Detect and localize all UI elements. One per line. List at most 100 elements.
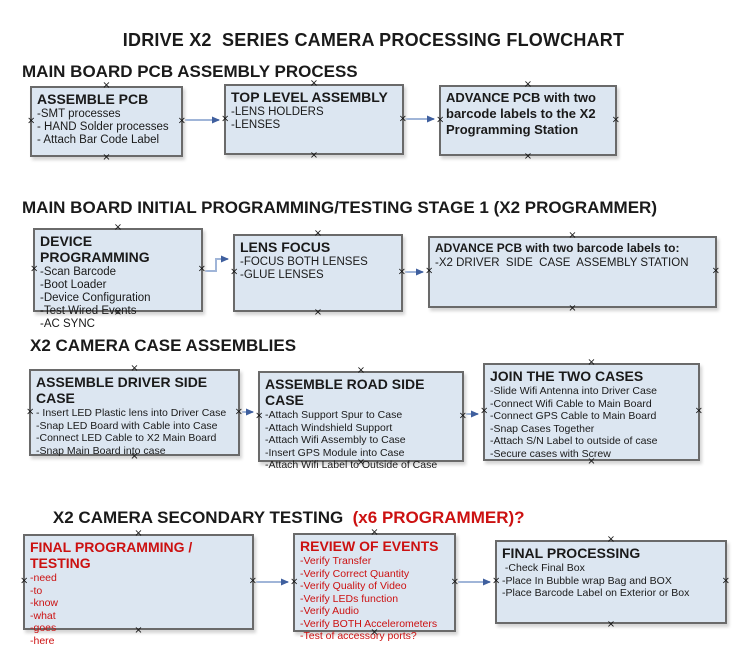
flow-node-device-programming: DEVICE PROGRAMMING -Scan Barcode-Boot Lo… <box>30 223 206 331</box>
connection-anchor-icon: × <box>450 576 459 587</box>
flow-node-final-processing: FINAL PROCESSING -Check Final Box-Place … <box>492 535 730 630</box>
flow-node-lines: - Insert LED Plastic lens into Driver Ca… <box>36 407 233 457</box>
flow-node-lines: -Verify Transfer-Verify Correct Quantity… <box>300 555 449 643</box>
flow-step-line: -Scan Barcode <box>40 266 117 278</box>
connection-anchor-icon: × <box>113 222 123 233</box>
connection-anchor-icon: × <box>290 576 299 587</box>
flow-step-line: -Snap LED Board with Cable into Case <box>36 419 218 432</box>
connection-anchor-icon: × <box>711 265 720 277</box>
flow-node-lines: -need-to-know-what-goes-here <box>30 572 247 647</box>
flow-step-line: -Attach Wifi Label to Outside of Case <box>265 459 438 471</box>
flow-step-line: -Attach Support Spur to Case <box>265 409 403 421</box>
section-heading-camera-case-assemblies: X2 CAMERA CASE ASSEMBLIES <box>30 336 297 355</box>
connection-anchor-icon: × <box>255 410 264 421</box>
flow-step-line: -Secure cases with Screw <box>490 447 611 460</box>
connector-arrow <box>205 255 229 272</box>
flow-step-line: -X2 DRIVER SIDE CASE ASSEMBLY STATION <box>435 257 689 269</box>
flow-node-advance-pcb-driver-side: ADVANCE PCB with two barcode labels to: … <box>425 231 720 314</box>
connection-anchor-icon: × <box>313 228 323 239</box>
connection-anchor-icon: × <box>20 575 29 587</box>
connection-anchor-icon: × <box>197 263 206 275</box>
connection-anchor-icon: × <box>587 357 596 368</box>
flow-node-lens-focus: LENS FOCUS -FOCUS BOTH LENSES-GLUE LENSE… <box>230 229 406 318</box>
flow-node-title: ASSEMBLE DRIVER SIDE CASE <box>36 374 208 406</box>
flow-node-lines: -FOCUS BOTH LENSES-GLUE LENSES <box>240 256 396 282</box>
section-heading-secondary-testing: X2 CAMERA SECONDARY TESTING (x6 PROGRAMM… <box>34 488 525 548</box>
flow-step-line: -know <box>30 597 59 609</box>
flow-node-title: DEVICE PROGRAMMING <box>40 233 150 265</box>
connection-anchor-icon: × <box>234 406 243 417</box>
flow-node-title: ADVANCE PCB with two barcode labels to: <box>435 241 680 255</box>
flow-step-line: -SMT processes <box>37 108 121 120</box>
flow-step-line: -Slide Wifi Antenna into Driver Case <box>490 385 657 397</box>
connection-anchor-icon: × <box>30 263 39 275</box>
flow-node-title: REVIEW OF EVENTS <box>300 538 439 554</box>
flow-step-line: -Connect LED Cable to X2 Main Board <box>36 432 217 444</box>
connection-anchor-icon: × <box>230 266 239 278</box>
flow-node-lines: -Check Final Box-Place In Bubble wrap Ba… <box>502 562 720 600</box>
flow-node-title: ASSEMBLE ROAD SIDE CASE <box>265 376 425 408</box>
connection-anchor-icon: × <box>177 115 186 126</box>
flow-step-line: -goes <box>30 622 57 634</box>
connection-anchor-icon: × <box>130 363 139 374</box>
flow-step-line: -Connect GPS Cable to Main Board <box>490 410 657 422</box>
connection-anchor-icon: × <box>694 405 703 417</box>
connection-anchor-icon: × <box>102 80 111 91</box>
section-heading-text: X2 CAMERA SECONDARY TESTING <box>52 508 344 527</box>
flow-node-lines: -Slide Wifi Antenna into Driver Case -Con… <box>490 385 693 460</box>
connection-anchor-icon: × <box>356 365 366 376</box>
flow-step-line: - Insert LED Plastic lens into Driver Ca… <box>36 407 227 419</box>
flow-step-line: -Test of accessory ports? <box>300 630 417 642</box>
connection-anchor-icon: × <box>492 575 501 587</box>
connection-anchor-icon: × <box>606 534 616 545</box>
flow-step-line: -to <box>30 584 43 597</box>
flow-node-lines: -Attach Support Spur to Case-Attach Wind… <box>265 409 457 472</box>
connection-anchor-icon: × <box>398 113 407 124</box>
flow-node-title: ASSEMBLE PCB <box>37 91 149 107</box>
section-heading-red-suffix: (x6 PROGRAMMER)? <box>343 508 525 527</box>
connection-anchor-icon: × <box>26 406 35 417</box>
flow-step-line: -FOCUS BOTH LENSES <box>240 256 368 268</box>
flow-step-line: -Snap Main Board into case <box>36 444 166 457</box>
connection-anchor-icon: × <box>425 265 434 277</box>
connection-anchor-icon: × <box>611 114 620 125</box>
flow-step-line: -Verify LEDs function <box>300 592 399 605</box>
flow-node-title: LENS FOCUS <box>240 239 331 255</box>
connection-anchor-icon: × <box>523 79 533 90</box>
section-heading-main-board-pcb-assembly: MAIN BOARD PCB ASSEMBLY PROCESS <box>22 62 358 81</box>
flow-step-line: -Check Final Box <box>502 562 585 574</box>
flow-node-final-programming-testing: FINAL PROGRAMMING / TESTING -need-to-kno… <box>20 529 257 647</box>
connection-anchor-icon: × <box>606 619 616 630</box>
connection-anchor-icon: × <box>221 113 230 124</box>
flow-node-review-of-events: REVIEW OF EVENTS -Verify Transfer-Verify… <box>290 528 459 643</box>
connection-anchor-icon: × <box>248 575 257 587</box>
flow-step-line: -LENS HOLDERS <box>231 106 324 118</box>
flow-node-advance-pcb-programming-station: ADVANCE PCB with two barcode labels to t… <box>436 80 620 162</box>
flow-step-line: -GLUE LENSES <box>240 269 324 281</box>
flow-step-line: -need <box>30 572 57 584</box>
flow-step-line: -Test Wired Events <box>40 305 137 317</box>
flow-step-line: -Attach Windshield Support <box>265 421 393 434</box>
flow-node-lines: -X2 DRIVER SIDE CASE ASSEMBLY STATION <box>435 257 710 270</box>
flow-node-title: TOP LEVEL ASSEMBLY <box>231 89 388 105</box>
flow-step-line: -Insert GPS Module into Case <box>265 446 405 459</box>
flow-node-top-level-assembly: TOP LEVEL ASSEMBLY -LENS HOLDERS-LENSES … <box>221 79 407 161</box>
flow-node-title: ADVANCE PCB with two barcode labels to t… <box>446 90 596 137</box>
connection-anchor-icon: × <box>523 151 533 162</box>
connection-anchor-icon: × <box>102 152 111 163</box>
flow-step-line: -Device Configuration <box>40 292 151 304</box>
flow-step-line: -AC SYNC <box>40 318 95 330</box>
flow-step-line: -what <box>30 609 56 622</box>
connection-anchor-icon: × <box>568 303 577 314</box>
connection-anchor-icon: × <box>27 115 36 126</box>
connection-anchor-icon: × <box>397 266 406 278</box>
flow-step-line: -here <box>30 634 55 647</box>
flow-step-line: -Snap Cases Together <box>490 422 595 435</box>
flow-step-line: -Place Barcode Label on Exterior or Box <box>502 587 690 599</box>
flow-node-lines: -SMT processes- HAND Solder processes- A… <box>37 108 176 147</box>
flow-node-assemble-driver-side-case: ASSEMBLE DRIVER SIDE CASE - Insert LED P… <box>26 364 243 462</box>
flowchart-title: IDRIVE X2 SERIES CAMERA PROCESSING FLOWC… <box>122 30 625 50</box>
flow-node-title: JOIN THE TWO CASES <box>490 368 644 384</box>
flow-node-title: FINAL PROGRAMMING / TESTING <box>30 539 193 571</box>
flow-step-line: - Attach Bar Code Label <box>37 134 160 146</box>
